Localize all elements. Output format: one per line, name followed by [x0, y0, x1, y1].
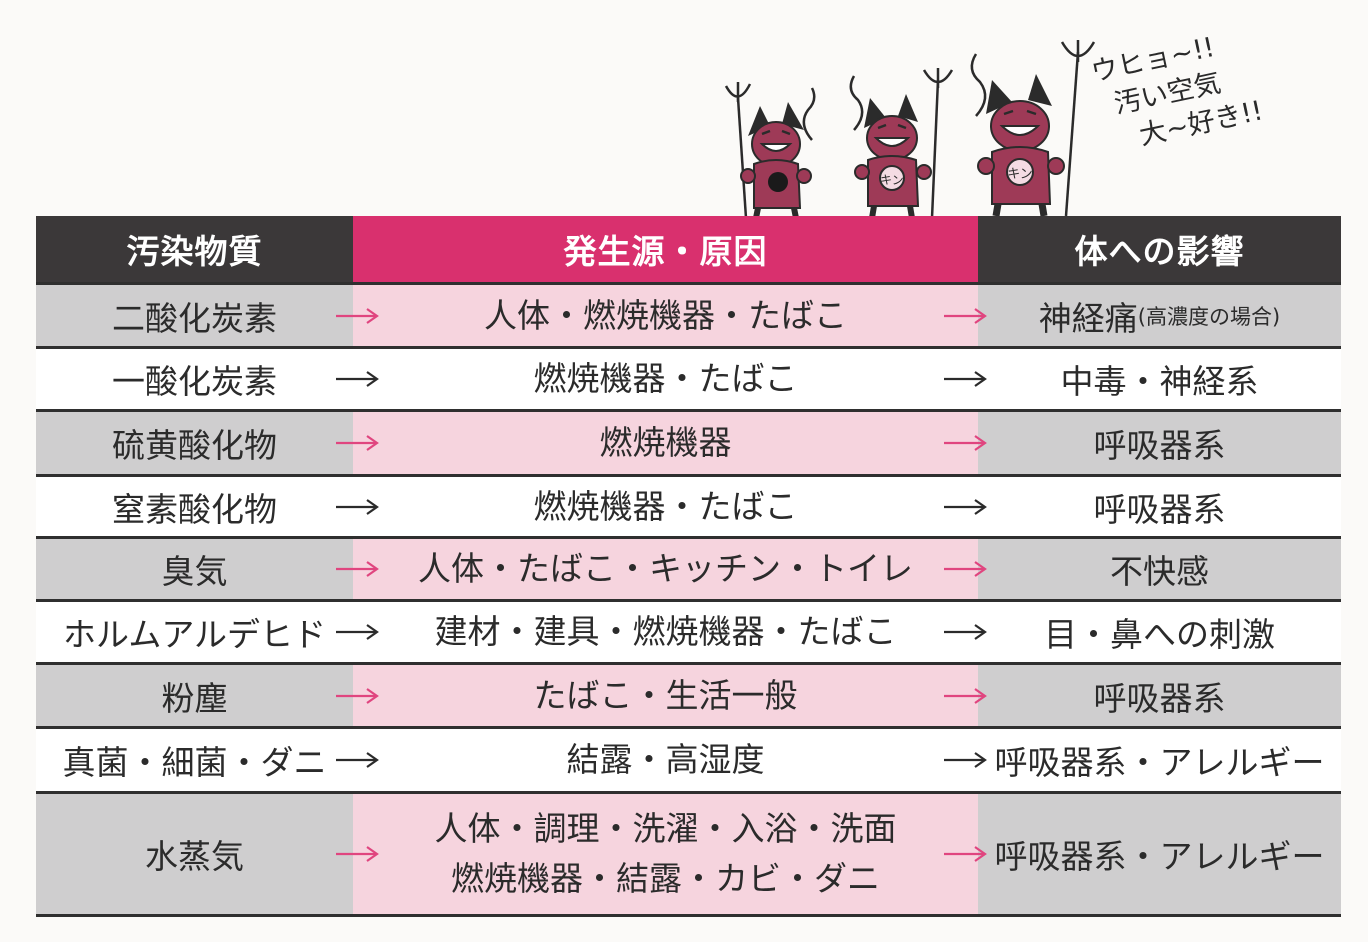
- cell-source: 建材・建具・燃焼機器・たばこ: [353, 602, 978, 662]
- devil-mascot-left: [718, 78, 828, 224]
- cell-effect: 不快感: [978, 539, 1341, 599]
- effect-text: 神経痛: [1038, 298, 1138, 338]
- table-bottom-border: [36, 914, 1341, 917]
- cell-effect: 呼吸器系・アレルギー: [978, 794, 1341, 914]
- cell-substance: 真菌・細菌・ダニ: [36, 729, 353, 791]
- pollutant-table: 汚染物質 発生源・原因 体への影響 二酸化炭素 人体・燃焼機器・たばこ 神経痛(高濃…: [36, 216, 1341, 917]
- cell-source: 結露・高湿度: [353, 729, 978, 791]
- cell-source: たばこ・生活一般: [353, 665, 978, 726]
- cell-effect: 中毒・神経系: [978, 349, 1341, 409]
- effect-note: (高濃度の場合): [1137, 304, 1281, 329]
- table-row: 窒素酸化物 燃焼機器・たばこ 呼吸器系: [36, 474, 1341, 536]
- source-line: たばこ・生活一般: [533, 675, 798, 715]
- arrow-right-icon: [334, 750, 380, 770]
- arrow-right-icon: [942, 369, 988, 389]
- cell-effect: 呼吸器系: [978, 477, 1341, 536]
- mascot-badge: キン: [880, 173, 904, 187]
- cell-source: 人体・たばこ・キッチン・トイレ: [353, 539, 978, 599]
- cell-substance: 窒素酸化物: [36, 477, 353, 536]
- effect-text: 呼吸器系・アレルギー: [994, 837, 1325, 876]
- source-line: 建材・建具・燃焼機器・たばこ: [434, 612, 897, 651]
- cell-substance: 硫黄酸化物: [36, 412, 353, 474]
- effect-text: 呼吸器系: [1093, 678, 1226, 718]
- header-effect: 体への影響: [978, 216, 1341, 282]
- source-line: 人体・たばこ・キッチン・トイレ: [418, 549, 913, 588]
- arrow-right-icon: [942, 306, 988, 326]
- source-line: 燃焼機器・結露・カビ・ダニ: [451, 859, 880, 898]
- cell-substance: 臭気: [36, 539, 353, 599]
- speech-bubble-text: ウヒョ~!! 汚い空気 大~好き!!: [1088, 10, 1334, 202]
- cell-effect: 神経痛(高濃度の場合): [978, 285, 1341, 346]
- effect-text: 中毒・神経系: [1060, 362, 1259, 401]
- devil-mascot-center: キン: [842, 66, 962, 224]
- cell-effect: 呼吸器系・アレルギー: [978, 729, 1341, 791]
- cell-substance: 一酸化炭素: [36, 349, 353, 409]
- effect-text: 不快感: [1110, 552, 1209, 591]
- arrow-right-icon: [334, 844, 380, 864]
- arrow-right-icon: [334, 686, 380, 706]
- effect-text: 呼吸器系: [1093, 426, 1226, 465]
- effect-text: 呼吸器系: [1093, 489, 1226, 529]
- mascot-badge: キン: [1007, 167, 1033, 182]
- arrow-right-icon: [942, 433, 988, 453]
- arrow-right-icon: [334, 497, 380, 517]
- table-row: 粉塵 たばこ・生活一般 呼吸器系: [36, 662, 1341, 726]
- arrow-right-icon: [942, 844, 988, 864]
- cell-source: 人体・調理・洗濯・入浴・洗面燃焼機器・結露・カビ・ダニ: [353, 794, 978, 914]
- table-row: ホルムアルデヒド 建材・建具・燃焼機器・たばこ 目・鼻への刺激: [36, 599, 1341, 662]
- arrow-right-icon: [334, 369, 380, 389]
- arrow-right-icon: [334, 622, 380, 642]
- cell-substance: 粉塵: [36, 665, 353, 726]
- header-source: 発生源・原因: [353, 216, 978, 282]
- arrow-right-icon: [942, 750, 988, 770]
- table-row: 二酸化炭素 人体・燃焼機器・たばこ 神経痛(高濃度の場合): [36, 282, 1341, 346]
- cell-source: 燃焼機器・たばこ: [353, 349, 978, 409]
- effect-text: 呼吸器系・アレルギー: [994, 743, 1325, 782]
- cell-substance: 水蒸気: [36, 794, 353, 914]
- header-substance: 汚染物質: [36, 216, 353, 282]
- source-line: 結露・高湿度: [566, 740, 765, 779]
- table-row: 硫黄酸化物 燃焼機器 呼吸器系: [36, 409, 1341, 474]
- cell-source: 燃焼機器・たばこ: [353, 477, 978, 536]
- arrow-right-icon: [942, 559, 988, 579]
- cell-effect: 目・鼻への刺激: [978, 602, 1341, 662]
- source-line: 燃焼機器・たばこ: [533, 486, 798, 526]
- table-row: 臭気 人体・たばこ・キッチン・トイレ 不快感: [36, 536, 1341, 599]
- arrow-right-icon: [334, 433, 380, 453]
- effect-text: 目・鼻への刺激: [1044, 615, 1275, 654]
- table-row: 水蒸気人体・調理・洗濯・入浴・洗面燃焼機器・結露・カビ・ダニ呼吸器系・アレルギー: [36, 791, 1341, 914]
- table-row: 真菌・細菌・ダニ 結露・高湿度 呼吸器系・アレルギー: [36, 726, 1341, 791]
- source-line: 人体・調理・洗濯・入浴・洗面: [434, 809, 897, 848]
- table-row: 一酸化炭素 燃焼機器・たばこ 中毒・神経系: [36, 346, 1341, 409]
- cell-substance: ホルムアルデヒド: [36, 602, 353, 662]
- source-line: 人体・燃焼機器・たばこ: [484, 295, 847, 335]
- arrow-right-icon: [942, 622, 988, 642]
- cell-source: 人体・燃焼機器・たばこ: [353, 285, 978, 346]
- arrow-right-icon: [334, 559, 380, 579]
- cell-effect: 呼吸器系: [978, 665, 1341, 726]
- devil-mascot-right: キン: [962, 38, 1102, 222]
- cell-effect: 呼吸器系: [978, 412, 1341, 474]
- source-line: 燃焼機器・たばこ: [533, 359, 798, 398]
- arrow-right-icon: [942, 686, 988, 706]
- source-line: 燃焼機器: [599, 423, 732, 462]
- arrow-right-icon: [942, 497, 988, 517]
- cell-substance: 二酸化炭素: [36, 285, 353, 346]
- arrow-right-icon: [334, 306, 380, 326]
- cell-source: 燃焼機器: [353, 412, 978, 474]
